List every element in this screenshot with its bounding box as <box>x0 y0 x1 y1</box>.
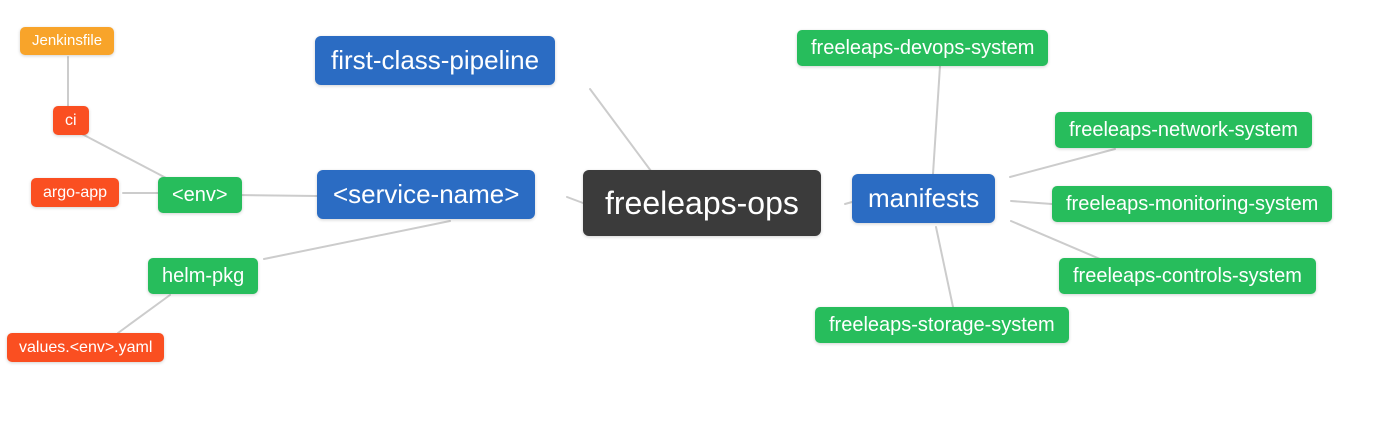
node-helm-pkg[interactable]: helm-pkg <box>148 258 259 294</box>
edge-manifests-controls-system <box>1010 220 1101 260</box>
edge-freeleaps-ops-manifests <box>844 201 853 205</box>
node-freeleaps-storage-system[interactable]: freeleaps-storage-system <box>815 307 1069 343</box>
node-freeleaps-controls-system[interactable]: freeleaps-controls-system <box>1059 258 1316 294</box>
node-freeleaps-monitoring-system[interactable]: freeleaps-monitoring-system <box>1052 186 1333 222</box>
edge-values-env-yaml-helm-pkg <box>117 294 171 334</box>
edge-first-class-pipeline-freeleaps-ops <box>589 88 652 172</box>
node-jenkinsfile[interactable]: Jenkinsfile <box>20 27 115 55</box>
edge-manifests-storage-system <box>935 226 954 308</box>
edge-service-name-freeleaps-ops <box>566 196 584 204</box>
edge-ci-env <box>81 133 169 180</box>
node-freeleaps-ops[interactable]: freeleaps-ops <box>583 170 821 237</box>
node-service-name[interactable]: <service-name> <box>317 170 536 220</box>
edge-helm-pkg-service-name <box>263 220 451 260</box>
node-values-env-yaml[interactable]: values.<env>.yaml <box>7 333 165 363</box>
node-env[interactable]: <env> <box>158 177 242 213</box>
node-argo-app[interactable]: argo-app <box>31 178 120 208</box>
node-first-class-pipeline[interactable]: first-class-pipeline <box>315 36 556 86</box>
edge-env-service-name <box>235 194 318 197</box>
edge-manifests-network-system <box>1009 148 1116 178</box>
edge-manifests-monitoring-system <box>1010 200 1053 205</box>
node-freeleaps-devops-system[interactable]: freeleaps-devops-system <box>797 30 1049 66</box>
node-manifests[interactable]: manifests <box>852 174 996 224</box>
node-freeleaps-network-system[interactable]: freeleaps-network-system <box>1055 112 1312 148</box>
edge-manifests-devops-system <box>932 65 941 175</box>
node-ci[interactable]: ci <box>53 106 89 136</box>
